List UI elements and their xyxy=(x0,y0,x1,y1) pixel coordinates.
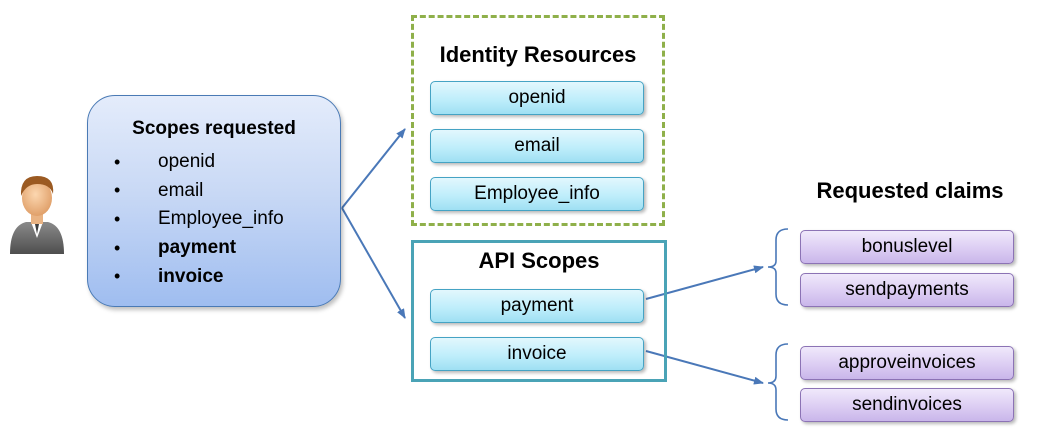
scope-list-item: • Employee_info xyxy=(114,205,284,234)
bullet-icon: • xyxy=(114,208,121,229)
user-avatar-icon xyxy=(10,176,64,254)
scope-label: invoice xyxy=(158,265,224,287)
api-scope-payment: payment xyxy=(430,289,644,323)
arrow-to-identity-resources xyxy=(341,128,406,209)
bracket-invoice-claims xyxy=(767,343,789,421)
claim-bonuslevel: bonuslevel xyxy=(800,230,1014,264)
scopes-requested-title: Scopes requested xyxy=(132,118,296,139)
identity-resource-openid: openid xyxy=(430,81,644,115)
identity-resource-employee-info: Employee_info xyxy=(430,177,644,211)
bullet-icon: • xyxy=(114,266,121,287)
requested-claims-title: Requested claims xyxy=(816,178,1004,203)
scope-list-item: • email xyxy=(114,177,284,206)
api-scopes-title: API Scopes xyxy=(478,248,600,273)
scope-label: Employee_info xyxy=(158,208,284,230)
api-scopes-group xyxy=(411,240,667,382)
scopes-requested-box: Scopes requested • openid • email • Empl… xyxy=(87,95,341,307)
api-scope-invoice: invoice xyxy=(430,337,644,371)
identity-resource-email: email xyxy=(430,129,644,163)
scope-list-item: • payment xyxy=(114,234,284,263)
scope-list-item: • openid xyxy=(114,148,284,177)
identity-resources-group xyxy=(411,15,665,226)
claim-sendpayments: sendpayments xyxy=(800,273,1014,307)
scopes-requested-list: • openid • email • Employee_info • payme… xyxy=(114,148,284,291)
arrow-to-api-scopes xyxy=(341,207,406,319)
bracket-payment-claims xyxy=(767,228,789,306)
bullet-icon: • xyxy=(114,237,121,258)
scope-label: email xyxy=(158,179,204,201)
scope-label: openid xyxy=(158,151,216,173)
scope-label: payment xyxy=(158,237,237,259)
bullet-icon: • xyxy=(114,180,121,201)
claim-sendinvoices: sendinvoices xyxy=(800,388,1014,422)
scope-list-item: • invoice xyxy=(114,262,284,291)
identity-resources-title: Identity Resources xyxy=(439,42,637,67)
claim-approveinvoices: approveinvoices xyxy=(800,346,1014,380)
bullet-icon: • xyxy=(114,151,121,172)
